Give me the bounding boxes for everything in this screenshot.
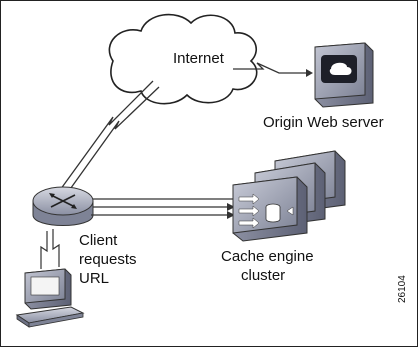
client-label-line1: Client [79,232,118,249]
router-to-internet-link-2 [62,86,160,200]
client-link-2 [52,229,60,267]
client-label-line2: requests [79,251,137,268]
router-to-cache-links [91,195,249,219]
internet-cloud: Internet [108,13,258,105]
router-icon [32,186,94,226]
internet-to-server-link [233,62,306,74]
figure-code: 26104 [397,275,408,303]
internet-label: Internet [173,50,225,67]
origin-server-icon [314,42,374,108]
client-label-line3: URL [79,270,109,287]
origin-server-label: Origin Web server [263,114,384,131]
cache-cluster-label-line1: Cache engine [221,248,314,265]
server-arrowhead [306,69,313,77]
cache-cluster-label-line2: cluster [241,267,285,284]
client-link [40,231,48,269]
cache-engine-cluster-icon [232,150,346,242]
router-to-internet-link [54,80,154,198]
client-workstation-icon [15,268,85,328]
